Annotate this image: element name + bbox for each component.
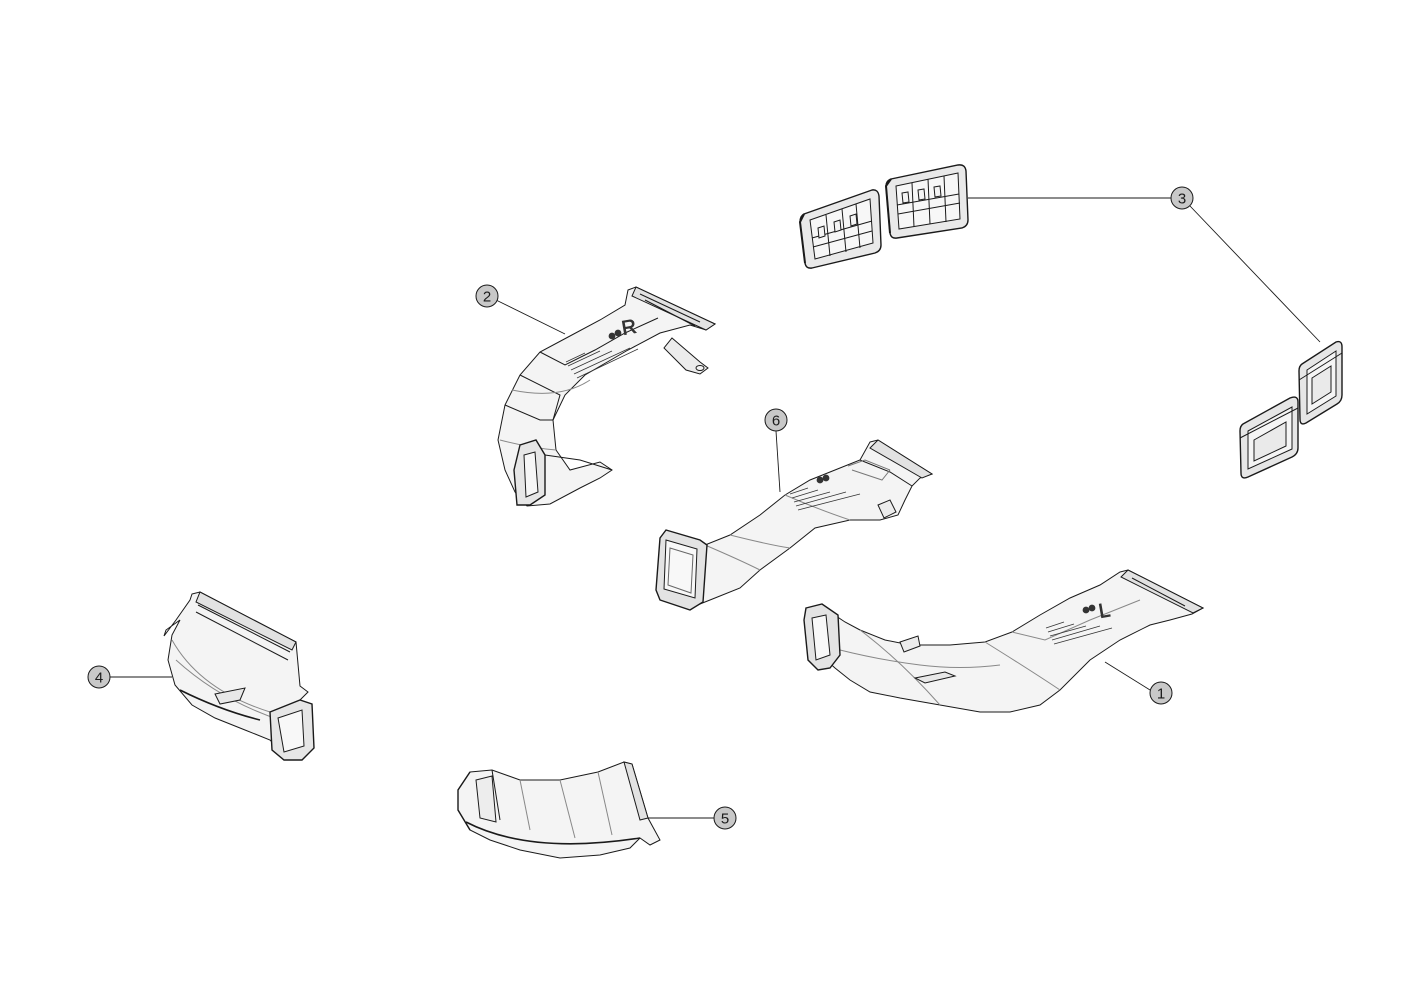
callout-1-label: 1 [1157, 686, 1165, 703]
callout-5-label: 5 [721, 811, 729, 828]
part-4-duct-side [164, 592, 314, 760]
part-6-duct-center [656, 440, 932, 610]
duct-2-embossed-label [566, 329, 638, 378]
part-3-vent-grilles [800, 165, 1342, 478]
callout-6: 6 [764, 408, 788, 432]
vent-grille-d [1240, 397, 1298, 478]
vent-grille-a [800, 190, 881, 268]
callout-3: 3 [1170, 186, 1194, 210]
duct-1-embossed-label [1046, 604, 1112, 644]
leader-line-6 [775, 430, 781, 493]
part-2-duct-right: R [498, 287, 715, 506]
leader-line-1 [1104, 661, 1151, 691]
part-5-duct-curved [458, 762, 660, 858]
callout-2: 2 [475, 284, 499, 308]
callout-2-label: 2 [483, 289, 491, 306]
duct-2-side-mark: R [620, 316, 638, 340]
callout-4-label: 4 [95, 670, 103, 687]
leader-line-2 [495, 299, 566, 335]
leader-line-3b [1189, 205, 1321, 343]
vent-grille-c [1299, 342, 1342, 424]
callout-5: 5 [713, 806, 737, 830]
callout-3-label: 3 [1178, 191, 1186, 208]
callout-6-label: 6 [772, 413, 780, 430]
callout-1: 1 [1149, 681, 1173, 705]
part-1-duct-left: L [804, 570, 1203, 712]
vent-grille-b [886, 165, 968, 238]
duct-1-side-mark: L [1097, 599, 1112, 623]
leader-lines [110, 197, 1321, 819]
callout-4: 4 [87, 665, 111, 689]
duct-6-embossed-label [790, 474, 860, 510]
